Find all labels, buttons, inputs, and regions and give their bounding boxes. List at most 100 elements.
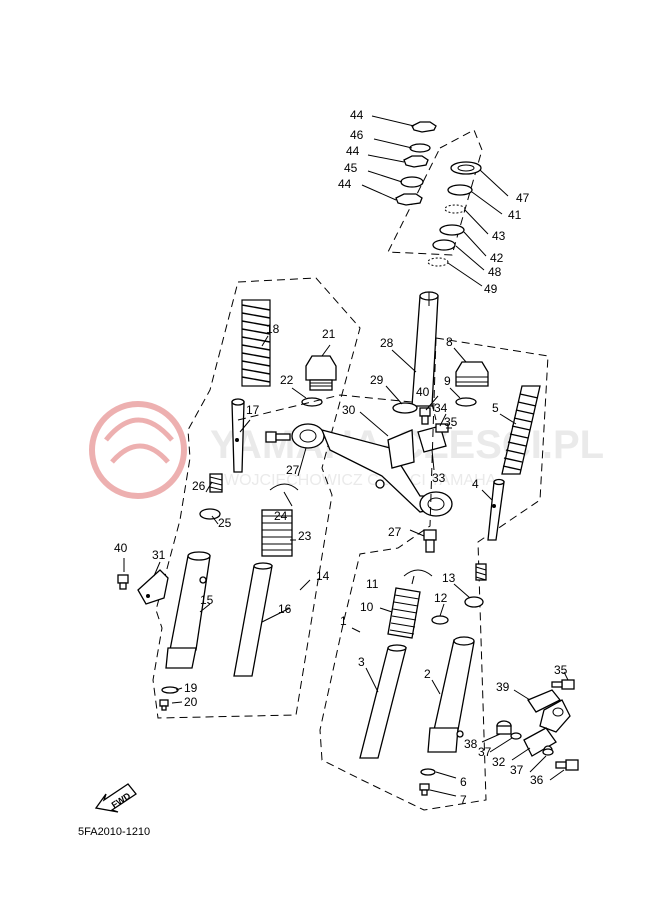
ring-nut-44-b xyxy=(403,155,429,168)
bracket-39 xyxy=(527,689,571,733)
washer-37-b xyxy=(542,748,554,756)
callout: 25 xyxy=(218,516,232,530)
callout: 19 xyxy=(184,681,198,695)
callout: 2 xyxy=(424,667,431,681)
outer-tube-15 xyxy=(165,551,211,669)
bearing-group-outline xyxy=(387,129,483,256)
callout: 35 xyxy=(554,663,568,677)
ring-nut-44-c xyxy=(395,193,423,206)
callout: 33 xyxy=(432,471,446,485)
ball-bearing-49 xyxy=(427,257,449,267)
ring-29 xyxy=(392,402,418,414)
callout: 18 xyxy=(266,322,280,336)
stem-outline xyxy=(237,394,437,421)
under-bracket-30 xyxy=(291,423,453,517)
right-fork-assembly xyxy=(319,337,549,811)
seal-12 xyxy=(431,615,449,625)
callout: 7 xyxy=(460,793,467,807)
callout: 29 xyxy=(370,373,384,387)
inner-tube-3 xyxy=(359,644,407,759)
callout: 34 xyxy=(434,401,448,415)
left-fork-outline xyxy=(152,277,361,719)
callout: 44 xyxy=(350,108,364,122)
bolt-35-bracket xyxy=(551,679,575,690)
circlip-24 xyxy=(269,483,299,491)
ring-nut-44-a xyxy=(411,121,437,133)
watermark-logo-icon xyxy=(89,401,187,499)
callout: 48 xyxy=(488,265,502,279)
callout: 15 xyxy=(200,593,214,607)
callout: 37 xyxy=(510,763,524,777)
callout: 1 xyxy=(340,614,347,628)
callout: 4 xyxy=(472,477,479,491)
bearing-group xyxy=(361,115,509,287)
washer-45 xyxy=(400,176,424,188)
inner-tube-16 xyxy=(233,562,273,677)
bearing-race-42 xyxy=(439,224,465,236)
bearing-race-41 xyxy=(447,184,473,196)
callout: 30 xyxy=(342,403,356,417)
callout: 42 xyxy=(490,251,504,265)
lock-washer-46 xyxy=(409,143,431,153)
seal-13 xyxy=(464,596,484,608)
fwd-arrow-icon: FWD xyxy=(94,783,137,813)
drain-bolt-7 xyxy=(419,783,430,796)
cap-bolt-8 xyxy=(455,361,489,387)
callout: 27 xyxy=(286,463,300,477)
steering-stem-28 xyxy=(411,291,439,407)
callout: 21 xyxy=(322,327,336,341)
callout: 45 xyxy=(344,161,358,175)
callout: 23 xyxy=(298,529,312,543)
callout: 37 xyxy=(478,745,492,759)
callout: 3 xyxy=(358,655,365,669)
callout: 12 xyxy=(434,591,448,605)
damper-rod-17 xyxy=(231,398,245,473)
o-ring-9 xyxy=(455,397,477,407)
callout: 36 xyxy=(530,773,544,787)
dust-boot-10 xyxy=(387,587,421,639)
callout: 10 xyxy=(360,600,374,614)
cap-bolt-21 xyxy=(305,355,337,391)
callout: 9 xyxy=(444,374,451,388)
callout: 8 xyxy=(446,335,453,349)
callout: 47 xyxy=(516,191,530,205)
o-ring-22 xyxy=(301,397,323,407)
bolt-40 xyxy=(117,574,129,590)
callout: 43 xyxy=(492,229,506,243)
callout: 27 xyxy=(388,525,402,539)
bracket-31 xyxy=(137,569,169,605)
callout: 44 xyxy=(338,177,352,191)
bearing-race-48 xyxy=(432,239,456,251)
callout: 20 xyxy=(184,695,198,709)
callout: 35 xyxy=(444,415,458,429)
callout: 46 xyxy=(350,128,364,142)
watermark-sub: WOJCIECHOWICZ CZESCI YAMAHA xyxy=(224,472,497,489)
callout: 31 xyxy=(152,548,166,562)
washer-6 xyxy=(420,768,436,776)
collar-38 xyxy=(496,720,512,735)
drain-bolt-20 xyxy=(159,699,169,711)
pinch-bolt-27-b xyxy=(423,529,437,553)
callout: 49 xyxy=(484,282,498,296)
callout: 14 xyxy=(316,569,330,583)
callout: 11 xyxy=(366,577,379,591)
rebound-spring-right xyxy=(475,563,487,581)
dust-boot-23 xyxy=(261,509,293,557)
callout: 24 xyxy=(274,509,288,523)
damper-rod-4 xyxy=(487,478,505,541)
callout: 26 xyxy=(192,479,206,493)
callout: 17 xyxy=(246,403,260,417)
callout: 41 xyxy=(508,208,522,222)
circlip-11 xyxy=(403,569,433,577)
fork-spring-18 xyxy=(241,299,271,387)
callout: 44 xyxy=(346,144,360,158)
outer-tube-2 xyxy=(427,636,475,753)
ball-bearing-43 xyxy=(444,204,466,214)
steering-stem-assembly xyxy=(237,291,453,553)
callout: 5 xyxy=(492,401,499,415)
washer-37-a xyxy=(510,732,522,740)
right-fork-outline xyxy=(319,337,549,811)
callout: 13 xyxy=(442,571,456,585)
callout: 32 xyxy=(492,755,506,769)
